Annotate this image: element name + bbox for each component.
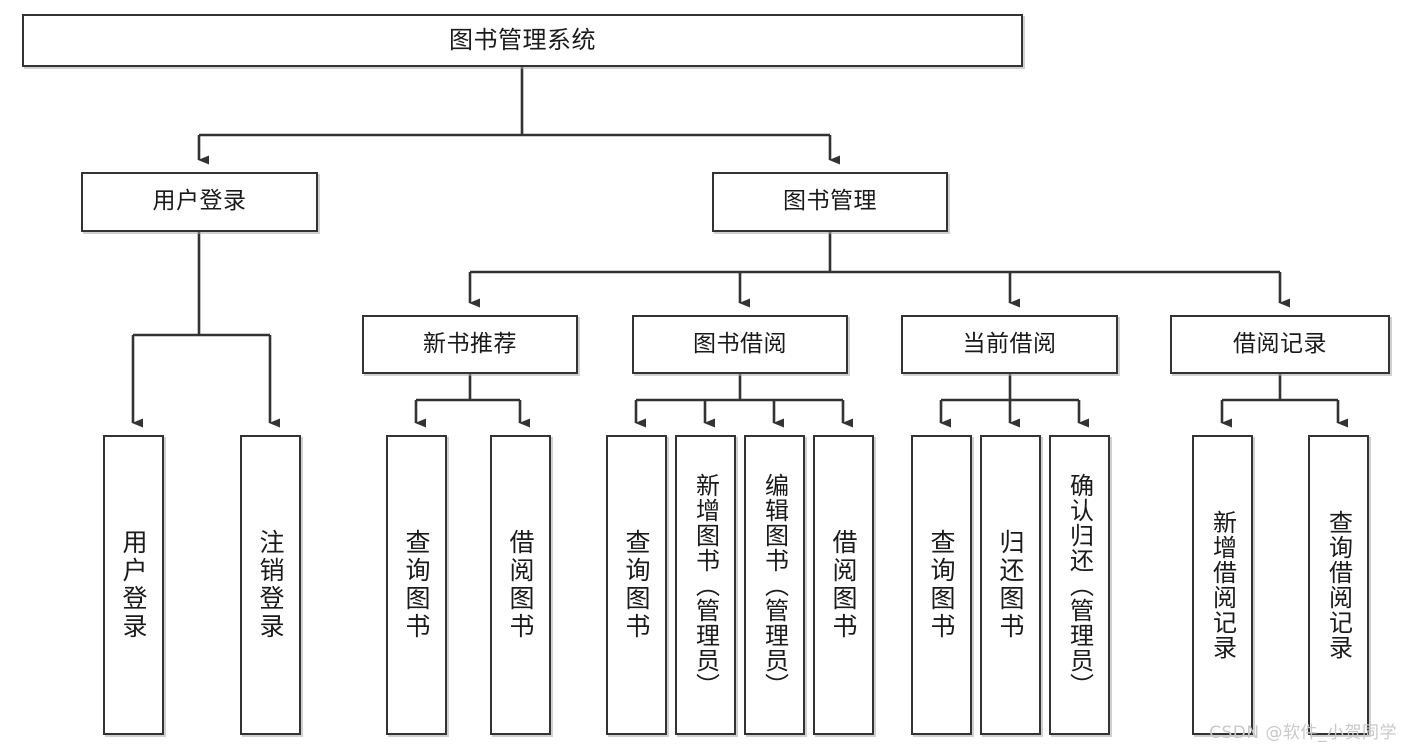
node-user-login[interactable]: 用户登录	[81, 172, 318, 232]
node-label: 图书借阅	[693, 330, 787, 357]
node-label: 图书管理	[783, 188, 877, 215]
leaf-borrow-record-query[interactable]: 查询借阅记录	[1308, 435, 1369, 735]
leaf-new-book-borrow[interactable]: 借阅图书	[490, 435, 551, 735]
leaf-user-login-logout[interactable]: 注销登录	[240, 435, 301, 735]
leaf-book-borrow-edit-admin[interactable]: 编辑图书（管理员）	[744, 435, 805, 735]
node-label: 新增借阅记录	[1208, 510, 1237, 660]
node-label: 确认归还（管理员）	[1065, 472, 1094, 698]
node-new-book-recommend[interactable]: 新书推荐	[362, 315, 578, 374]
leaf-borrow-record-add[interactable]: 新增借阅记录	[1192, 435, 1253, 735]
node-label: 借阅图书	[506, 529, 535, 641]
node-book-management[interactable]: 图书管理	[712, 172, 948, 232]
node-label: 借阅图书	[829, 529, 858, 641]
node-label: 用户登录	[152, 188, 247, 215]
leaf-current-borrow-confirm-admin[interactable]: 确认归还（管理员）	[1049, 435, 1110, 735]
node-current-borrow[interactable]: 当前借阅	[901, 315, 1118, 374]
node-label: 查询图书	[622, 529, 651, 641]
leaf-book-borrow-add-admin[interactable]: 新增图书（管理员）	[675, 435, 736, 735]
leaf-book-borrow-borrow[interactable]: 借阅图书	[813, 435, 874, 735]
node-label: 借阅记录	[1233, 330, 1327, 357]
node-label: 编辑图书（管理员）	[760, 472, 789, 698]
node-label: 注销登录	[256, 529, 285, 641]
node-label: 当前借阅	[962, 330, 1057, 357]
node-book-borrow[interactable]: 图书借阅	[632, 315, 848, 374]
leaf-current-borrow-query[interactable]: 查询图书	[911, 435, 972, 735]
node-root-system[interactable]: 图书管理系统	[22, 14, 1023, 67]
node-label: 查询图书	[402, 529, 431, 641]
leaf-book-borrow-query[interactable]: 查询图书	[606, 435, 667, 735]
node-label: 新书推荐	[423, 330, 517, 357]
node-borrow-record[interactable]: 借阅记录	[1170, 315, 1390, 374]
node-label: 图书管理系统	[449, 26, 596, 55]
node-label: 查询图书	[927, 529, 956, 641]
node-label: 用户登录	[119, 529, 148, 641]
leaf-current-borrow-return[interactable]: 归还图书	[980, 435, 1041, 735]
node-label: 查询借阅记录	[1324, 510, 1353, 660]
leaf-new-book-query[interactable]: 查询图书	[386, 435, 447, 735]
node-label: 归还图书	[996, 529, 1025, 641]
node-label: 新增图书（管理员）	[691, 472, 720, 698]
leaf-user-login-login[interactable]: 用户登录	[103, 435, 164, 735]
